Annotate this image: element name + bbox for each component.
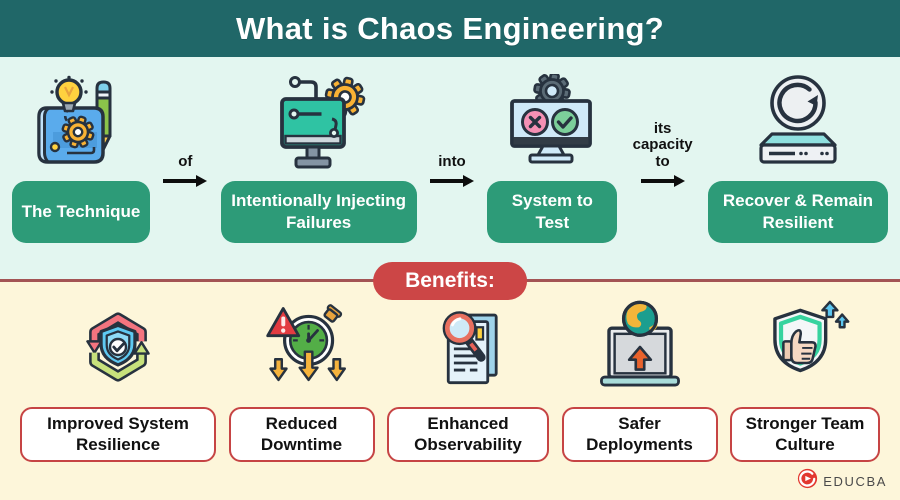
brand: EDUCBA — [797, 468, 887, 494]
server-refresh-icon — [746, 74, 850, 174]
monitor-pass-fail-icon — [500, 74, 604, 174]
benefit-label: Stronger Team Culture — [730, 407, 880, 462]
connector-label: its capacity to — [632, 119, 693, 171]
shield-cycle-icon — [70, 300, 166, 399]
document-magnifier-icon — [420, 300, 516, 399]
flow-row: The Technique of — [0, 57, 900, 279]
benefit-label: Reduced Downtime — [228, 407, 375, 462]
benefits-badge: Benefits: — [373, 262, 527, 300]
flow-step-technique: The Technique — [12, 74, 150, 243]
laptop-globe-upload-icon — [592, 300, 688, 399]
benefit-label: Improved System Resilience — [20, 407, 216, 462]
flow-step-label: Intentionally Injecting Failures — [220, 181, 417, 243]
flow-step-recover: Recover & Remain Resilient — [707, 74, 888, 243]
flow-connector: of — [163, 153, 208, 243]
flow-section: The Technique of — [0, 57, 900, 279]
blueprint-idea-icon — [29, 74, 133, 174]
benefit-stronger-team-culture: Stronger Team Culture — [730, 300, 880, 462]
shield-thumbs-up-icon — [757, 300, 853, 399]
benefit-improved-resilience: Improved System Resilience — [20, 300, 216, 462]
flow-step-label: The Technique — [12, 181, 150, 243]
stopwatch-alert-icon — [254, 300, 350, 399]
right-arrow-icon — [640, 175, 685, 187]
educba-logo-icon — [797, 468, 818, 494]
flow-step-injecting-failures: Intentionally Injecting Failures — [220, 74, 417, 243]
educba-wordmark: EDUCBA — [823, 473, 887, 489]
page-title: What is Chaos Engineering? — [235, 10, 665, 46]
flow-connector: its capacity to — [631, 119, 695, 243]
connector-label: into — [438, 153, 466, 171]
flow-connector: into — [429, 153, 474, 243]
benefit-reduced-downtime: Reduced Downtime — [228, 300, 375, 462]
flow-step-label: Recover & Remain Resilient — [707, 181, 888, 243]
header-bar: What is Chaos Engineering? — [0, 0, 900, 57]
benefits-section: Benefits: Improved System Resilience — [0, 262, 900, 500]
benefit-label: Enhanced Observability — [387, 407, 549, 462]
right-arrow-icon — [429, 175, 474, 187]
benefit-safer-deployments: Safer Deployments — [561, 300, 718, 462]
monitor-circuit-gear-icon — [267, 74, 371, 174]
connector-label: of — [178, 153, 193, 171]
benefits-row: Improved System Resilience — [0, 282, 900, 462]
right-arrow-icon — [163, 175, 208, 187]
flow-step-system-to-test: System to Test — [487, 74, 618, 243]
flow-step-label: System to Test — [487, 181, 618, 243]
benefit-enhanced-observability: Enhanced Observability — [387, 300, 549, 462]
benefit-label: Safer Deployments — [561, 407, 718, 462]
